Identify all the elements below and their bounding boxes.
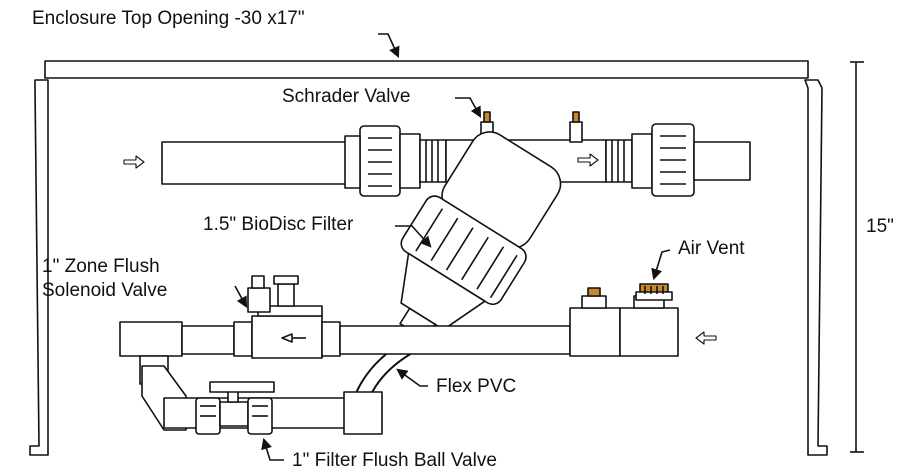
height-dimension-line [850,61,864,453]
schrader-leader [455,97,482,118]
air-vent [635,283,673,301]
enclosure-walls [29,79,828,456]
zone-flush-label-line1: 1" Zone Flush [42,256,160,277]
zone-flush-solenoid-valve [247,275,323,343]
zone-flush-label-line2: Solenoid Valve [42,280,168,301]
zone-flush-leader [234,285,248,308]
enclosure-lid [44,60,809,79]
enclosure-leader [378,33,400,59]
small-vent [587,287,601,297]
enclosure-label: Enclosure Top Opening -30 x17" [32,8,305,29]
ball-valve-label: 1" Filter Flush Ball Valve [292,450,497,471]
flow-arrow-inlet [123,155,145,169]
schrader-valve-right [569,111,583,143]
manifold-pipe [119,295,679,385]
biodisc-leader [395,225,432,248]
flow-arrow-outlet [577,153,599,167]
flex-pvc-leader [396,368,428,387]
biodisc-filter-label: 1.5" BioDisc Filter [203,214,354,235]
height-label: 15" [866,216,894,237]
schrader-valve-label: Schrader Valve [282,86,411,107]
air-vent-label: Air Vent [678,238,745,259]
filter-flush-ball-valve [195,381,275,435]
air-vent-leader [651,249,671,281]
flow-arrow-return [695,331,717,345]
ball-valve-leader [261,437,284,461]
flex-pvc-label: Flex PVC [436,376,517,397]
